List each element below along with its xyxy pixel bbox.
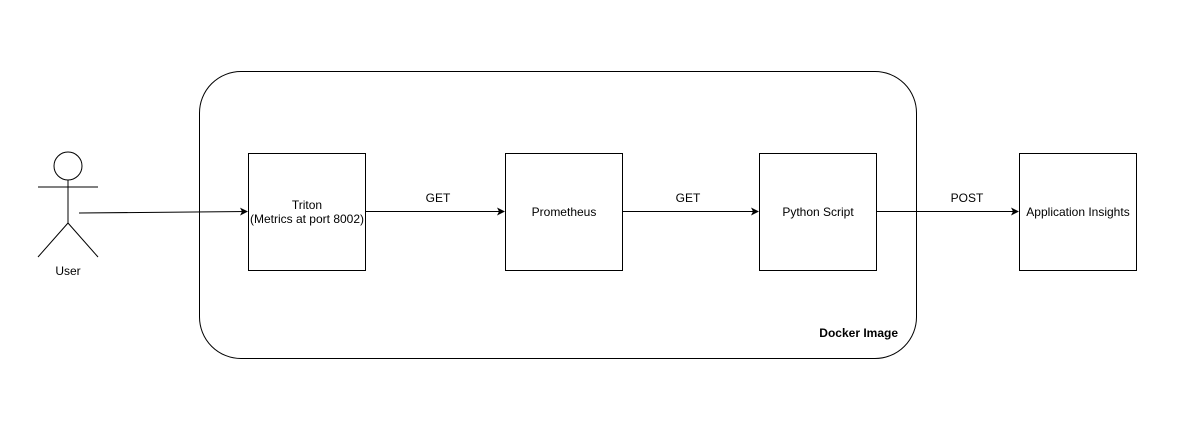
python-script-label: Python Script xyxy=(782,205,854,219)
triton-subtitle: (Metrics at port 8002) xyxy=(249,212,365,226)
triton-title: Triton xyxy=(291,198,323,212)
python-script-node: Python Script xyxy=(759,153,877,271)
user-actor-icon xyxy=(37,151,99,258)
application-insights-node: Application Insights xyxy=(1019,153,1137,271)
prometheus-node: Prometheus xyxy=(505,153,623,271)
triton-node: Triton (Metrics at port 8002) xyxy=(248,153,366,271)
edge-label-get-2: GET xyxy=(675,191,701,205)
edge-user-to-triton xyxy=(78,207,248,216)
user-label: User xyxy=(55,264,81,278)
edge-label-post: POST xyxy=(950,191,984,205)
docker-image-container: Docker Image xyxy=(199,71,917,359)
docker-image-label: Docker Image xyxy=(819,326,898,340)
application-insights-label: Application Insights xyxy=(1026,205,1130,219)
edge-label-get-1: GET xyxy=(425,191,451,205)
prometheus-label: Prometheus xyxy=(531,205,597,219)
